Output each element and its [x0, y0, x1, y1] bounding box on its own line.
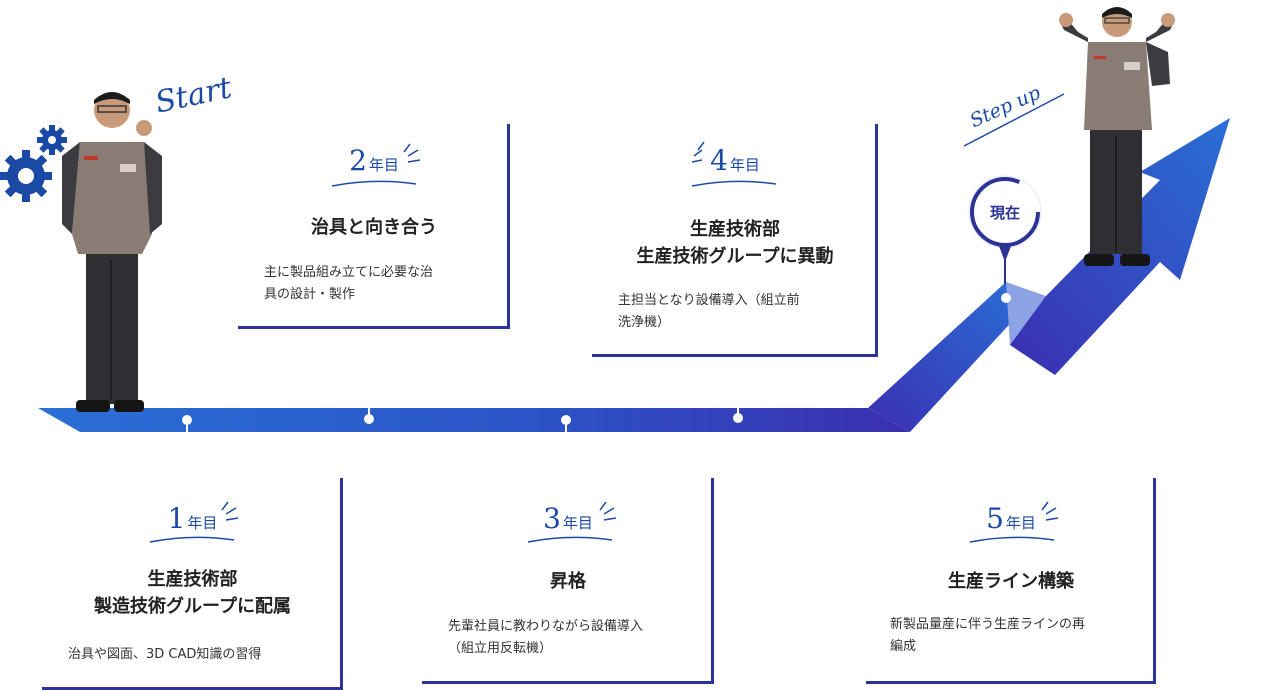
gear-icon — [0, 125, 67, 202]
employee-figure-start — [62, 92, 162, 412]
year-unit: 年目 — [368, 156, 399, 174]
card-border-right — [507, 124, 510, 329]
card-border-right — [1153, 478, 1156, 684]
timeline-dot-4 — [733, 413, 743, 423]
milestone-desc: 先輩社員に教わりながら設備導入 （組立用反転機） — [448, 619, 644, 656]
year-unit: 年目 — [1005, 514, 1036, 532]
timeline-dot-1 — [182, 415, 192, 425]
milestone-title: 生産技術部 製造技術グループに配属 — [94, 569, 291, 617]
swoosh-decoration — [331, 143, 421, 187]
current-pin-icon — [968, 175, 1042, 292]
swoosh-decoration — [969, 501, 1059, 543]
timeline-dot-2 — [364, 414, 374, 424]
year-number: 2 — [349, 144, 367, 177]
current-label: 現在 — [989, 204, 1020, 222]
milestone-title: 昇格 — [550, 571, 586, 592]
timeline-stem — [565, 420, 567, 432]
card-border-bottom — [238, 326, 510, 329]
year-unit: 年目 — [187, 514, 218, 532]
milestone-title: 生産ライン構築 — [948, 571, 1074, 592]
card-border-right — [340, 478, 343, 690]
swoosh-decoration — [527, 501, 617, 543]
employee-figure-current — [1059, 7, 1175, 266]
year-unit: 年目 — [562, 514, 593, 532]
card-border-bottom — [866, 681, 1156, 684]
milestone-title: 生産技術部 生産技術グループに異動 — [636, 219, 834, 267]
timeline-stem — [186, 420, 188, 432]
timeline-dot-5 — [1001, 293, 1011, 303]
card-border-bottom — [422, 681, 714, 684]
swoosh-decoration — [691, 141, 777, 187]
current-marker: 現在 — [965, 174, 1045, 292]
milestone-desc: 主担当となり設備導入（組立前 洗浄機） — [618, 293, 800, 330]
swoosh-decoration — [149, 501, 239, 543]
year-number: 5 — [986, 502, 1004, 535]
card-border-right — [875, 124, 878, 357]
milestone-title: 治具と向き合う — [311, 217, 437, 238]
milestone-desc: 新製品量産に伴う生産ラインの再 編成 — [890, 617, 1086, 654]
timeline-dot-3 — [561, 415, 571, 425]
year-unit: 年目 — [729, 156, 760, 174]
milestone-desc: 主に製品組み立てに必要な治 具の設計・製作 — [264, 265, 434, 302]
year-number: 1 — [167, 502, 186, 535]
stepup-underline — [963, 93, 1065, 147]
milestone-desc: 治具や図面、3D CAD知識の習得 — [68, 647, 262, 662]
card-border-bottom — [592, 354, 878, 357]
year-number: 4 — [710, 144, 728, 177]
card-border-right — [711, 478, 714, 684]
year-number: 3 — [543, 502, 561, 535]
